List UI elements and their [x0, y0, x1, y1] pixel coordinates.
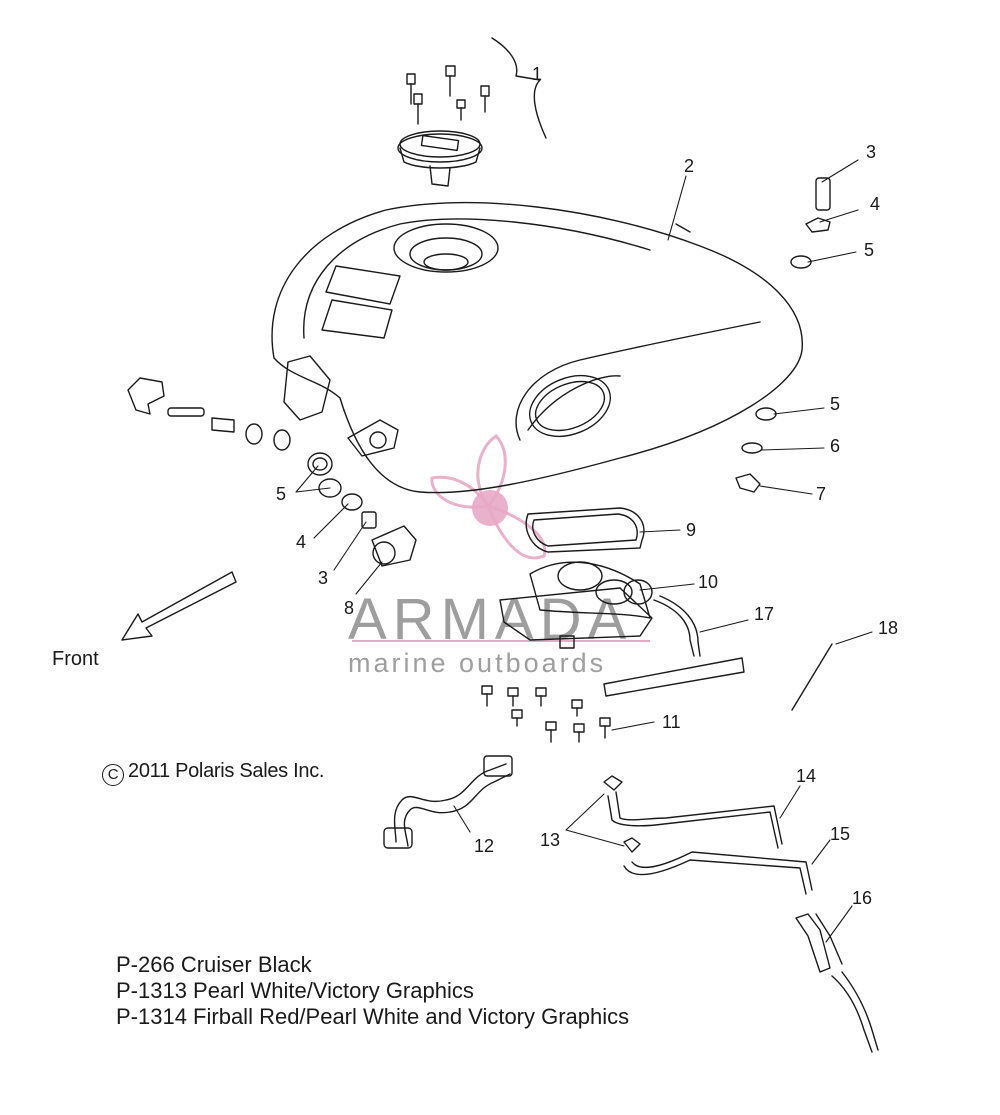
callout-5: 5	[276, 484, 286, 504]
vent-lines	[603, 775, 879, 1053]
color-code-line: P-1314 Firball Red/Pearl White and Victo…	[116, 1004, 630, 1029]
callout-10: 10	[698, 572, 718, 592]
gasket	[525, 507, 645, 553]
right-mount-hardware	[735, 177, 831, 493]
callout-2: 2	[684, 156, 694, 176]
callout-17: 17	[754, 604, 774, 624]
callout-4: 4	[870, 194, 880, 214]
callout-numbers: 1 2 3 4 5 5 6 7 9 10 17 18 11 5 4 3 8 14…	[276, 64, 898, 908]
watermark-divider	[352, 640, 650, 642]
callout-13: 13	[540, 830, 560, 850]
left-mount-hardware	[127, 377, 417, 567]
front-direction-label: Front	[52, 648, 99, 670]
leader-lines	[295, 159, 873, 943]
callout-3: 3	[318, 568, 328, 588]
color-code-line: P-266 Cruiser Black	[116, 952, 312, 977]
callout-16: 16	[852, 888, 872, 908]
color-code-line: P-1313 Pearl White/Victory Graphics	[116, 978, 474, 1003]
front-arrow	[121, 571, 237, 641]
copyright-text: 2011 Polaris Sales Inc.	[128, 760, 325, 782]
callout-11: 11	[662, 712, 681, 732]
callout-15: 15	[830, 824, 850, 844]
callout-5: 5	[830, 394, 840, 414]
callout-14: 14	[796, 766, 816, 786]
pump-screws	[481, 685, 611, 743]
callout-5: 5	[864, 240, 874, 260]
copyright-icon: C	[102, 764, 124, 786]
fuel-cap-assembly	[397, 37, 547, 187]
rod	[791, 643, 833, 711]
callout-7: 7	[816, 484, 826, 504]
fuel-hose	[393, 763, 507, 843]
callout-18: 18	[878, 618, 898, 638]
fuel-tank	[271, 201, 803, 494]
callout-3: 3	[866, 142, 876, 162]
callout-6: 6	[830, 436, 840, 456]
color-codes-list: P-266 Cruiser Black P-1313 Pearl White/V…	[116, 952, 629, 1030]
watermark-subtitle: marine outboards	[348, 648, 607, 678]
callout-1: 1	[532, 64, 542, 84]
fuel-pump-assembly	[499, 561, 745, 697]
callout-9: 9	[686, 520, 696, 540]
callout-4: 4	[296, 532, 306, 552]
callout-8: 8	[344, 598, 354, 618]
callout-12: 12	[474, 836, 494, 856]
